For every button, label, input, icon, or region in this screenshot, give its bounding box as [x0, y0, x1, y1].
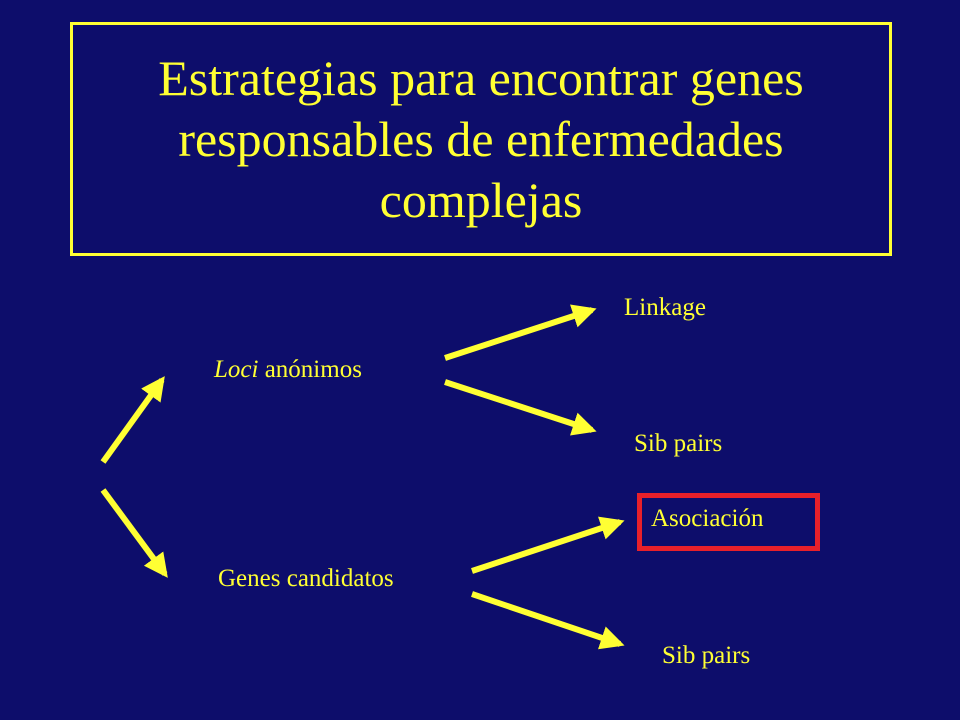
- arrow-loci-to-linkage: [444, 304, 597, 361]
- arrow-root-to-loci: [100, 376, 165, 464]
- highlight-box-asociacion: [637, 493, 820, 551]
- node-linkage: Linkage: [624, 294, 706, 321]
- arrow-loci-to-sibpairs: [444, 379, 597, 436]
- arrow-genes-to-sibpairs: [471, 591, 625, 650]
- node-genes-candidatos: Genes candidatos: [218, 565, 394, 592]
- node-sib-pairs-genes: Sib pairs: [662, 642, 751, 669]
- arrow-genes-to-asociacion: [471, 516, 625, 574]
- node-sib-pairs-loci: Sib pairs: [634, 430, 723, 457]
- node-asociacion: Asociación: [651, 505, 764, 532]
- node-loci-anonimos: Loci anónimos: [214, 356, 362, 384]
- title-box: Estrategias para encontrar genes respons…: [70, 22, 892, 256]
- loci-italic-word: Loci: [214, 356, 259, 383]
- loci-rest-text: anónimos: [258, 356, 362, 383]
- slide-title: Estrategias para encontrar genes respons…: [158, 49, 804, 228]
- arrow-root-to-genes: [100, 488, 168, 578]
